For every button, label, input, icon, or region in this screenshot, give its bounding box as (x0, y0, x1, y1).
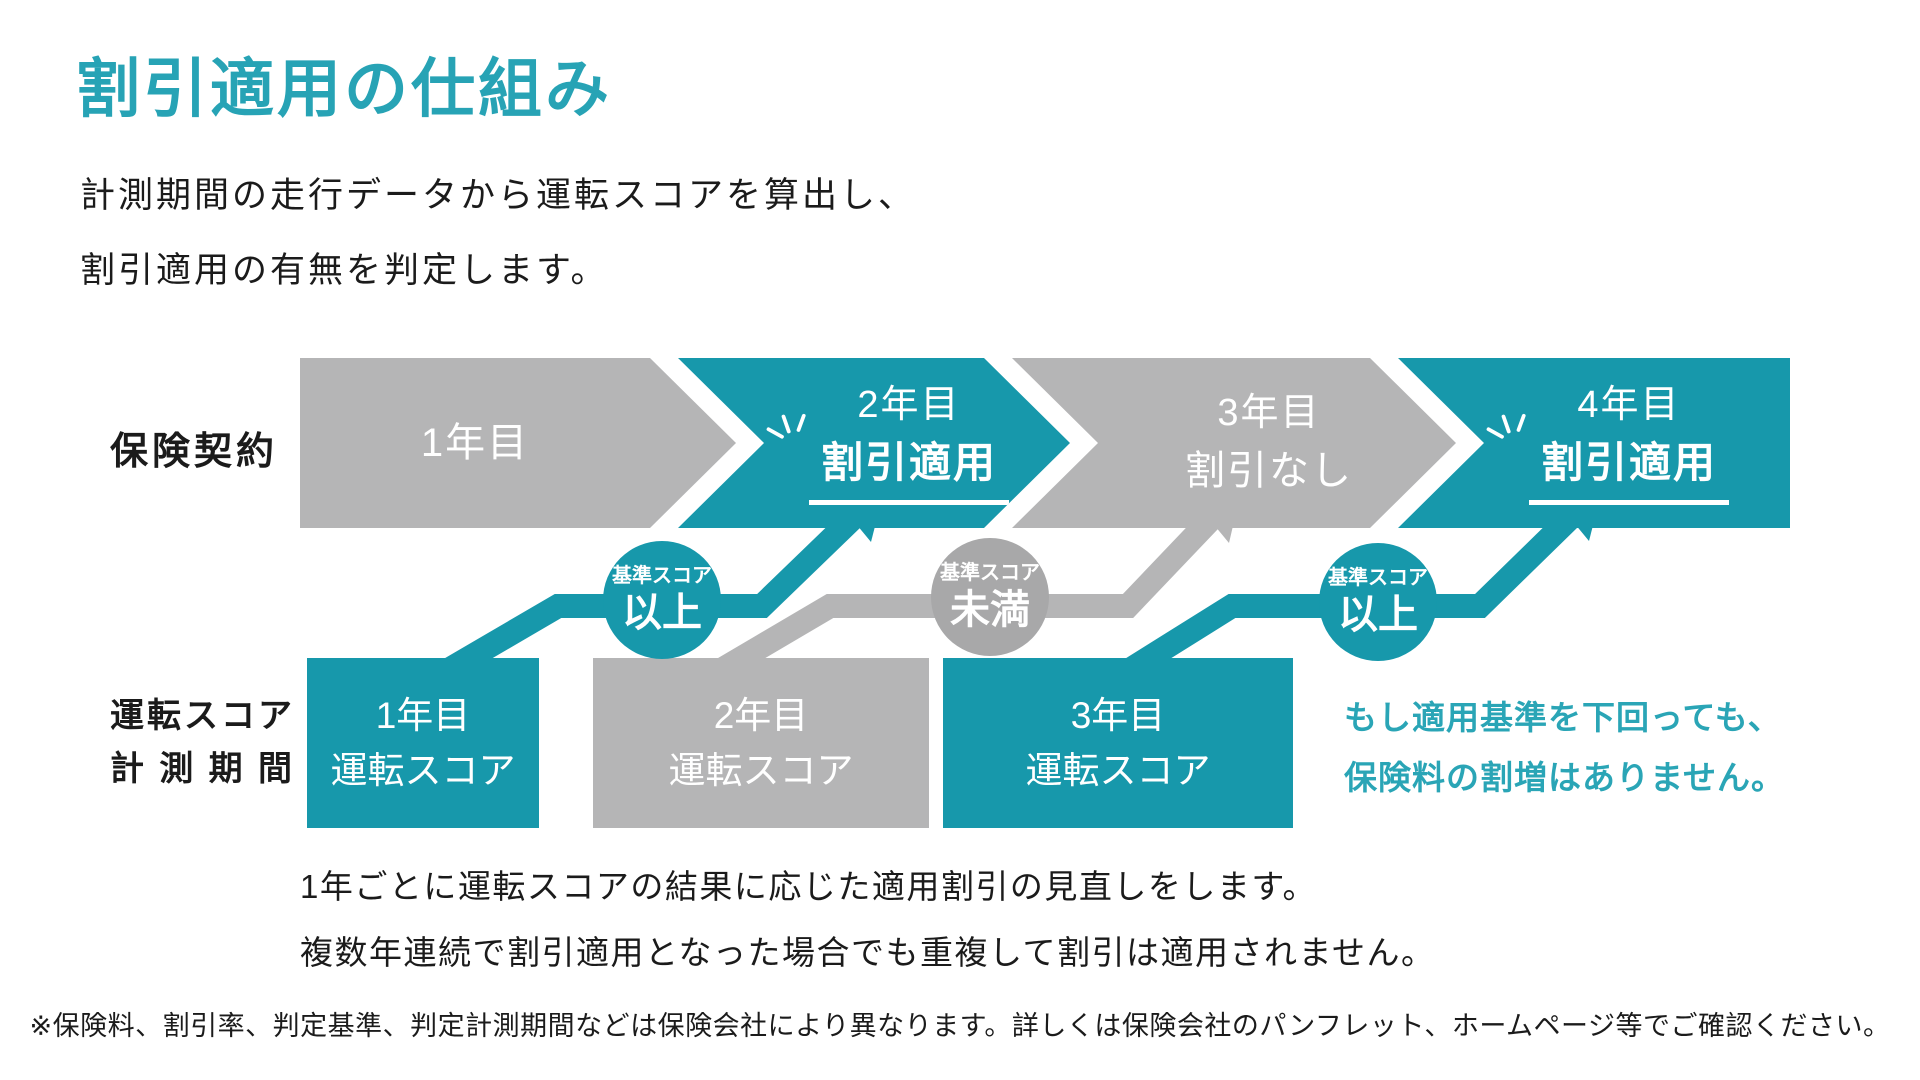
score-box-label: 運転スコア (1025, 750, 1211, 791)
chevron-year2: 2年目 割引適用 (678, 358, 1070, 528)
no-surcharge-note-line2: 保険料の割増はありません。 (1344, 759, 1786, 797)
badge-score-above-1: 基準スコア 以上 (603, 541, 721, 659)
chevron-year4-label: 4年目 (1577, 383, 1681, 426)
chevron-year1: 1年目 (300, 358, 736, 528)
score-box-year2: 2年目 運転スコア (593, 658, 929, 828)
intro-line-2: 割引適用の有無を判定します。 (80, 251, 609, 291)
score-box-year3: 3年目 運転スコア (943, 658, 1293, 828)
sparkle-icon (766, 413, 806, 439)
score-box-year: 2年目 (713, 694, 809, 736)
review-description-line1: 1年ごとに運転スコアの結果に応じた適用割引の見直しをします。 (300, 868, 1318, 905)
review-description: 1年ごとに運転スコアの結果に応じた適用割引の見直しをします。 複数年連続で割引適… (300, 854, 1436, 986)
chevron-year4-status: 割引適用 (1486, 413, 1729, 505)
badge-top-text: 基準スコア (1328, 566, 1428, 589)
chevron-year3-label: 3年目 (1217, 392, 1321, 435)
chevron-year1-label: 1年目 (420, 421, 530, 465)
no-surcharge-note: もし適用基準を下回っても、 保険料の割増はありません。 (1344, 688, 1785, 808)
score-box-year1: 1年目 運転スコア (307, 658, 539, 828)
chevron-year2-status-text: 割引適用 (820, 439, 997, 486)
chevron-year2-label: 2年目 (857, 383, 961, 426)
no-surcharge-note-line1: もし適用基準を下回っても、 (1344, 699, 1782, 736)
badge-top-text: 基準スコア (612, 564, 712, 587)
score-row-label-line1: 運転スコア (110, 697, 292, 735)
score-box-year: 1年目 (375, 694, 471, 736)
badge-score-above-2: 基準スコア 以上 (1319, 543, 1437, 661)
badge-bottom-text: 以上 (622, 590, 702, 635)
disclaimer-footnote: ※保険料、割引率、判定基準、判定計測期間などは保険会社により異なります。詳しくは… (29, 1011, 1891, 1041)
badge-bottom-text: 未満 (950, 587, 1030, 632)
intro-line-1: 計測期間の走行データから運転スコアを算出し、 (80, 176, 917, 215)
review-description-line2: 複数年連続で割引適用となった場合でも重複して割引は適用されません。 (300, 934, 1436, 971)
chevron-year3-status: 割引なし (1185, 448, 1353, 493)
sparkle-icon (1486, 413, 1526, 439)
score-row-label: 運転スコア 計測期間 (110, 690, 292, 795)
intro-text: 計測期間の走行データから運転スコアを算出し、 割引適用の有無を判定します。 (80, 158, 916, 309)
score-box-year: 3年目 (1070, 694, 1166, 736)
badge-bottom-text: 以上 (1338, 592, 1418, 637)
page-title: 割引適用の仕組み (76, 53, 612, 125)
chevron-year4-status-text: 割引適用 (1540, 439, 1717, 486)
badge-score-below: 基準スコア 未満 (931, 538, 1049, 656)
score-box-label: 運転スコア (668, 750, 854, 791)
contract-row-label: 保険契約 (110, 431, 279, 473)
score-box-label: 運転スコア (330, 750, 516, 791)
chevron-year2-status: 割引適用 (766, 413, 1009, 505)
score-row-label-line2: 計測期間 (110, 749, 292, 788)
badge-top-text: 基準スコア (940, 561, 1040, 584)
